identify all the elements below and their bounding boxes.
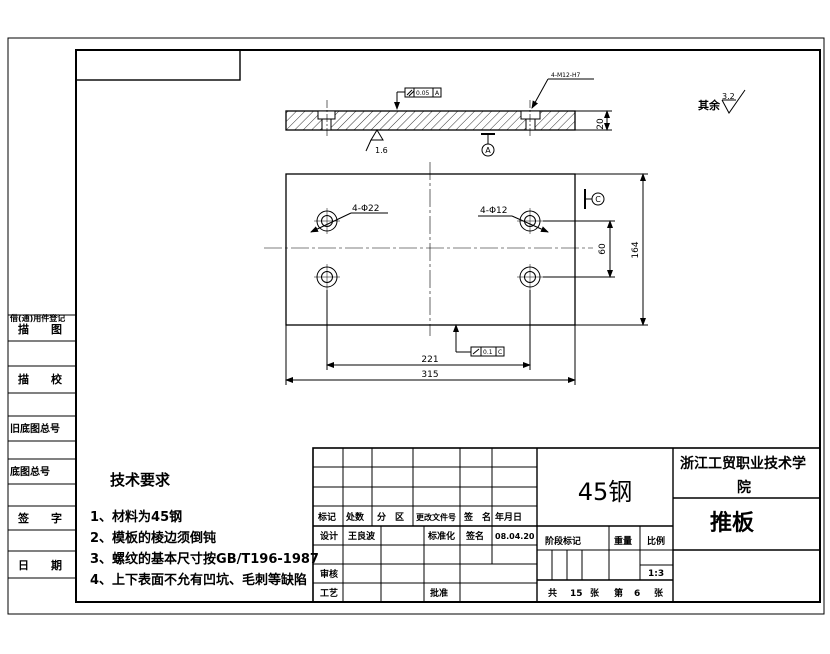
svg-text:0.1: 0.1	[483, 349, 493, 356]
svg-text:4-Φ12: 4-Φ12	[480, 206, 508, 216]
strip-label-register: 借(通)用件登记	[9, 313, 65, 323]
weight-label: 重量	[614, 535, 632, 547]
header-change-doc: 更改文件号	[416, 512, 456, 522]
hole-section-left	[317, 110, 336, 131]
sheet-no: 6	[634, 589, 640, 599]
tech-item-3: 3、螺纹的基本尺寸按GB/T196-1987	[90, 551, 319, 567]
position-tolerance-frame: 0.1 C	[453, 324, 505, 357]
total-label: 共	[548, 587, 557, 599]
svg-text:315: 315	[421, 370, 438, 380]
top-left-code-box	[75, 49, 241, 81]
strip-label-check: 描 校	[18, 372, 63, 386]
dim-60: 60	[543, 220, 615, 278]
sign-label: 签名	[465, 530, 484, 542]
part-name: 推板	[710, 511, 755, 536]
hole-bottom-left	[314, 264, 340, 290]
svg-text:A: A	[485, 146, 491, 155]
svg-text:A: A	[435, 90, 440, 97]
svg-text:1.6: 1.6	[375, 146, 388, 155]
material-text: 45钢	[578, 478, 633, 506]
svg-text:C: C	[498, 349, 502, 356]
header-zone: 分 区	[377, 511, 404, 523]
bottom-roughness: 1.6	[365, 129, 388, 155]
dim-164: 164	[575, 173, 648, 326]
total-sheets: 15	[570, 589, 583, 599]
sheet-unit2: 张	[654, 587, 664, 599]
approve-label: 批准	[430, 587, 448, 599]
strip-label-date: 日 期	[18, 558, 62, 572]
plan-view: 4-Φ22 4-Φ12 C 60 164	[264, 162, 648, 385]
header-mark: 标记	[317, 511, 336, 523]
std-label: 标准化	[427, 530, 455, 542]
strip-label-base-no: 底图总号	[10, 465, 50, 478]
scale-value: 1:3	[648, 569, 664, 579]
thread-callout: 4-M12-H7	[531, 72, 594, 109]
school-name-line1: 浙江工贸职业技术学	[680, 455, 806, 472]
strip-label-old-no: 旧底图总号	[10, 422, 60, 435]
title-block: 标记 处数 分 区 更改文件号 签 名 年月日 设计 王良波 标准化 签名 08…	[312, 447, 821, 603]
svg-text:其余: 其余	[698, 98, 721, 112]
callout-phi12: 4-Φ12	[478, 206, 549, 233]
svg-text:C: C	[595, 195, 601, 204]
tech-item-4: 4、上下表面不允有凹坑、毛刺等缺陷	[90, 572, 307, 588]
section-view: 0.05 A 4-M12-H7 20 1.6	[285, 72, 612, 157]
dim-315: 315	[285, 325, 576, 385]
designer-label: 设计	[320, 530, 338, 542]
svg-text:60: 60	[598, 243, 608, 255]
header-sign: 签 名	[463, 511, 491, 523]
svg-text:3.2: 3.2	[722, 92, 735, 101]
tech-item-1: 1、材料为45钢	[90, 509, 182, 525]
tech-requirements: 技术要求 1、材料为45钢 2、模板的棱边须倒钝 3、螺纹的基本尺寸按GB/T1…	[90, 471, 319, 588]
svg-text:0.05: 0.05	[416, 90, 430, 97]
header-date: 年月日	[495, 511, 522, 523]
svg-text:221: 221	[421, 355, 438, 365]
scale-label: 比例	[647, 535, 665, 547]
strip-label-sign: 签 字	[17, 511, 62, 525]
school-name-line2: 院	[737, 479, 751, 496]
svg-text:4-Φ22: 4-Φ22	[352, 204, 380, 214]
strip-label-trace: 描 图	[18, 322, 62, 336]
svg-text:4-M12-H7: 4-M12-H7	[551, 72, 580, 79]
hole-section-right	[520, 110, 541, 131]
tech-item-2: 2、模板的棱边须倒钝	[90, 530, 216, 546]
parallel-tolerance-frame: 0.05 A	[394, 87, 442, 110]
datum-c: C	[584, 189, 605, 209]
hole-bottom-right	[517, 264, 543, 290]
designer-name: 王良波	[348, 530, 376, 542]
roughness-symbol: 其余 3.2	[698, 89, 746, 114]
sheet-unit: 张	[590, 587, 600, 599]
hole-top-left	[314, 208, 340, 234]
sheet-label: 第	[614, 587, 623, 599]
review-label: 审核	[320, 568, 338, 580]
tech-requirements-title: 技术要求	[110, 471, 171, 489]
design-date: 08.04.20	[495, 532, 535, 541]
header-count: 处数	[345, 511, 365, 523]
process-label: 工艺	[320, 587, 338, 599]
stage-label: 阶段标记	[545, 535, 581, 547]
callout-phi22: 4-Φ22	[310, 204, 388, 233]
left-strip: 借(通)用件登记 描 图 描 校 旧底图总号 底图总号 签 字 日 期	[8, 313, 76, 579]
thickness-dimension: 20	[575, 110, 612, 131]
dim-221: 221	[326, 290, 531, 370]
svg-text:164: 164	[631, 241, 641, 258]
datum-a: A	[481, 133, 495, 157]
hole-top-right	[517, 208, 543, 234]
svg-text:20: 20	[596, 118, 606, 130]
sheet-border	[7, 37, 825, 615]
